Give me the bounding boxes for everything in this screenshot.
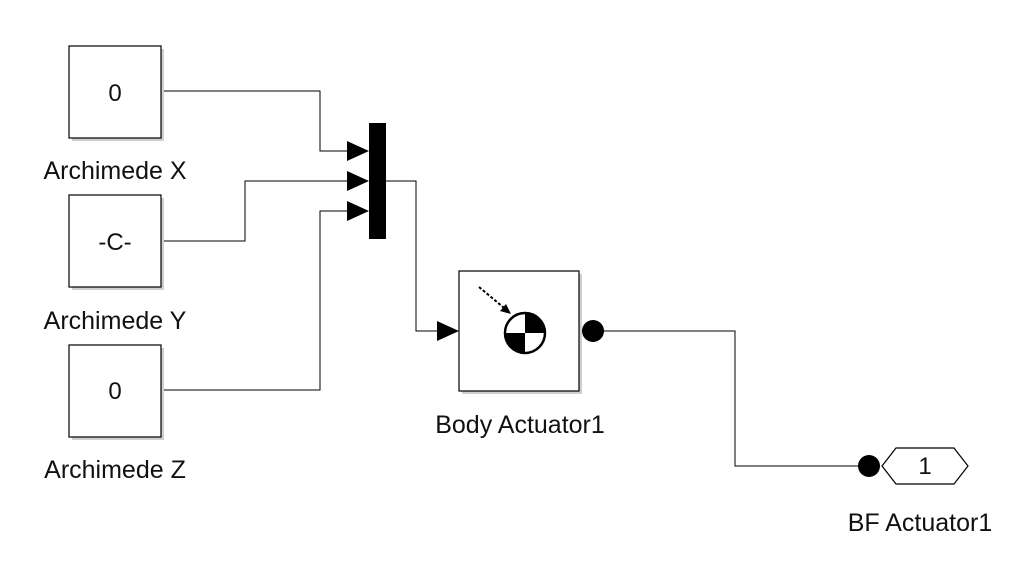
constant-value-y: -C- [98,229,131,256]
wire-archimede-z-to-mux[interactable] [162,210,348,391]
wire-mux-to-body-actuator[interactable] [386,180,438,332]
block-label-archimede-y: Archimede Y [44,307,187,335]
connection-port-icon[interactable] [582,320,604,342]
mux-input-arrow-1 [347,141,369,161]
body-actuator-icon [478,286,547,355]
block-label-archimede-z: Archimede Z [44,456,186,484]
body-actuator-input-arrow [437,321,459,341]
constant-block-archimede-x[interactable]: 0 [68,45,164,141]
mux-block[interactable] [347,123,386,239]
outport-number: 1 [918,453,931,480]
block-label-body-actuator: Body Actuator1 [435,411,605,439]
constant-value-z: 0 [108,378,121,405]
wire-body-actuator-to-outport[interactable] [593,330,862,467]
constant-block-archimede-z[interactable]: 0 [68,344,164,440]
block-label-bf-actuator: BF Actuator1 [848,509,993,537]
signal-lines [162,90,862,467]
body-actuator-block[interactable] [437,270,604,394]
wire-archimede-x-to-mux[interactable] [162,90,348,152]
constant-value-x: 0 [108,80,121,107]
outport-connection-icon [858,455,880,477]
wire-archimede-y-to-mux[interactable] [162,180,348,242]
mux-input-arrow-2 [347,171,369,191]
mux-input-arrow-3 [347,201,369,221]
constant-block-archimede-y[interactable]: -C- [68,194,164,290]
block-label-archimede-x: Archimede X [43,157,186,185]
outport-block-bf-actuator[interactable]: 1 [858,447,969,485]
outport-hexagon [881,447,969,485]
mux-bar [369,123,386,239]
